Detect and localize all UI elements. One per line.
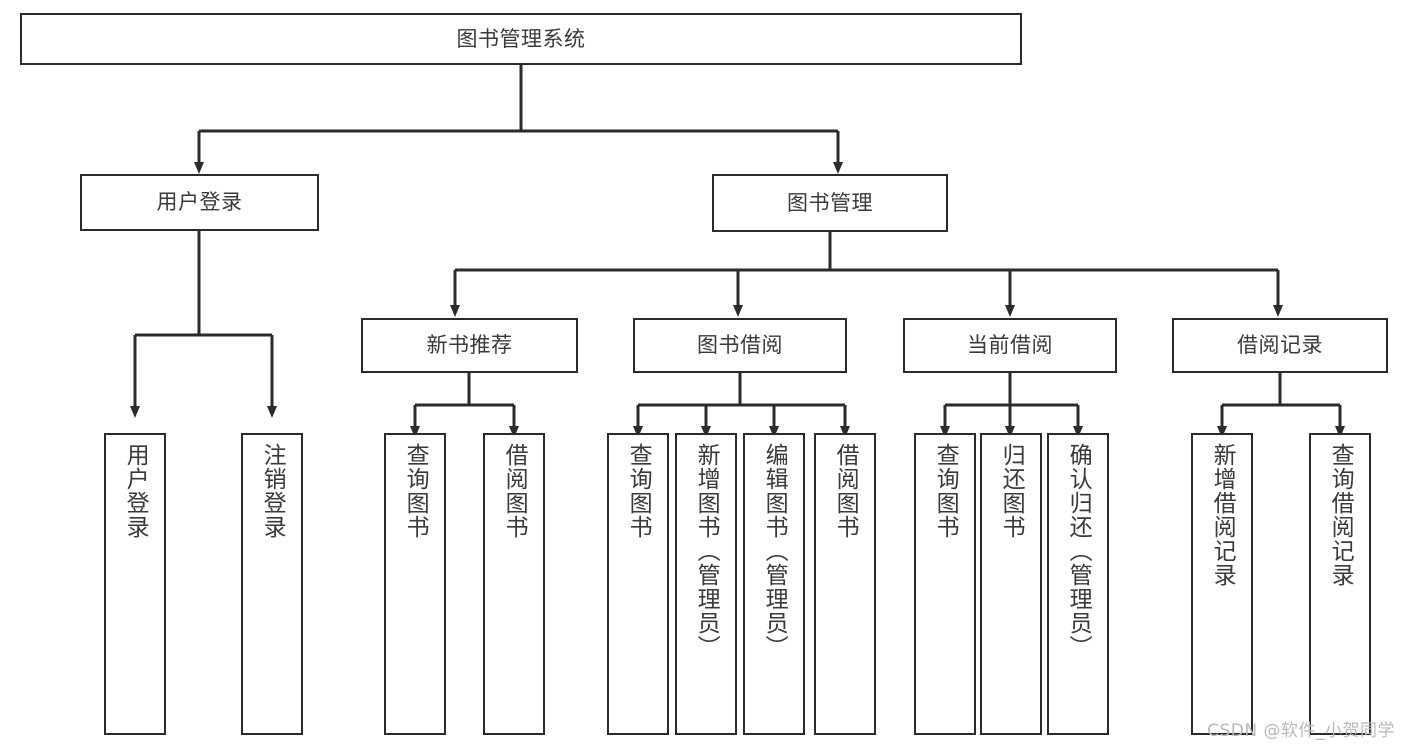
node-label: 确认归还（管理员）	[1065, 443, 1092, 659]
leaf-logout[interactable]: 注销登录	[241, 433, 303, 735]
node-label: 图书管理	[787, 190, 873, 215]
node-label: 用户登录	[122, 443, 149, 539]
node-label: 借阅图书	[832, 443, 859, 539]
node-book-management[interactable]: 图书管理	[712, 174, 948, 232]
leaf-query-borrowing-record[interactable]: 查询借阅记录	[1309, 433, 1371, 735]
leaf-edit-book-admin[interactable]: 编辑图书（管理员）	[743, 433, 805, 735]
csdn-watermark: CSDN @软件_小贺同学	[1207, 721, 1395, 741]
node-label: 借阅记录	[1237, 333, 1323, 358]
leaf-add-book-admin[interactable]: 新增图书（管理员）	[675, 433, 737, 735]
node-label: 图书借阅	[697, 333, 783, 358]
leaf-query-book-recommendation[interactable]: 查询图书	[384, 433, 446, 735]
node-label: 当前借阅	[967, 333, 1053, 358]
leaf-query-book-borrowing[interactable]: 查询图书	[607, 433, 669, 735]
node-label: 查询图书	[625, 443, 652, 539]
node-new-book-recommendation[interactable]: 新书推荐	[361, 318, 578, 373]
leaf-confirm-return-admin[interactable]: 确认归还（管理员）	[1047, 433, 1109, 735]
leaf-user-login[interactable]: 用户登录	[104, 433, 166, 735]
node-label: 注销登录	[259, 443, 286, 539]
node-label: 归还图书	[998, 443, 1025, 539]
leaf-borrow-book-recommendation[interactable]: 借阅图书	[483, 433, 545, 735]
leaf-borrow-book-borrowing[interactable]: 借阅图书	[814, 433, 876, 735]
node-label: 编辑图书（管理员）	[761, 443, 788, 659]
node-user-login[interactable]: 用户登录	[80, 174, 319, 231]
leaf-return-book[interactable]: 归还图书	[980, 433, 1042, 735]
node-label: 借阅图书	[501, 443, 528, 539]
node-root-book-management-system[interactable]: 图书管理系统	[20, 13, 1022, 65]
node-borrowing-record[interactable]: 借阅记录	[1172, 318, 1388, 373]
node-label: 查询图书	[932, 443, 959, 539]
node-book-borrowing[interactable]: 图书借阅	[633, 318, 847, 373]
node-label: 查询借阅记录	[1327, 443, 1354, 587]
node-label: 用户登录	[156, 190, 243, 215]
leaf-add-borrowing-record[interactable]: 新增借阅记录	[1191, 433, 1253, 735]
node-label: 图书管理系统	[456, 26, 586, 51]
node-label: 新增借阅记录	[1209, 443, 1236, 587]
leaf-query-book-current[interactable]: 查询图书	[914, 433, 976, 735]
node-label: 新书推荐	[426, 333, 513, 358]
node-label: 新增图书（管理员）	[693, 443, 720, 659]
node-current-borrowing[interactable]: 当前借阅	[903, 318, 1117, 373]
node-label: 查询图书	[402, 443, 429, 539]
